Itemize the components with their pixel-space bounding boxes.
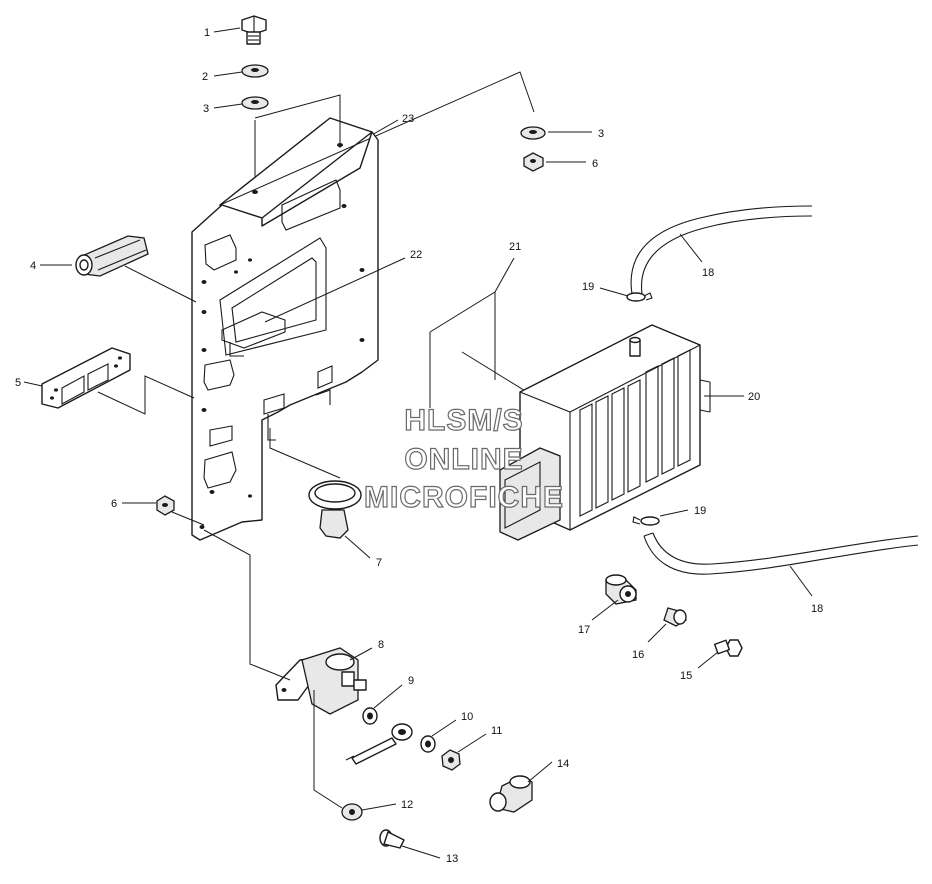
nut-part-11 xyxy=(441,749,461,771)
callout-16: 16 xyxy=(632,649,644,661)
callout-3-left: 3 xyxy=(203,103,209,115)
callout-21: 21 xyxy=(509,241,521,253)
callout-13: 13 xyxy=(446,853,458,865)
strap-part-7 xyxy=(308,480,362,539)
callout-9: 9 xyxy=(408,675,414,687)
callout-6-right: 6 xyxy=(592,158,598,170)
callout-17: 17 xyxy=(578,624,590,636)
hose-part-18-lower xyxy=(643,532,919,575)
clamp-part-19-upper xyxy=(626,292,653,302)
grommet-part-17 xyxy=(605,574,637,605)
callout-3-right: 3 xyxy=(598,128,604,140)
callout-15: 15 xyxy=(680,670,692,682)
callout-10: 10 xyxy=(461,711,473,723)
ring-terminal xyxy=(345,723,413,765)
plate-part-5 xyxy=(41,347,131,409)
nut-part-6-left xyxy=(156,495,175,516)
washer-part-12 xyxy=(341,803,363,821)
solenoid-part-8 xyxy=(275,647,367,715)
callout-12: 12 xyxy=(401,799,413,811)
callout-18-upper: 18 xyxy=(702,267,714,279)
callout-2: 2 xyxy=(202,71,208,83)
watermark: HLSM/S ONLINE MICROFICHE xyxy=(363,403,564,514)
bushing-part-16 xyxy=(663,607,687,627)
callout-8: 8 xyxy=(378,639,384,651)
callout-5: 5 xyxy=(15,377,21,389)
watermark-line-1: HLSM/S xyxy=(404,404,523,437)
washer-part-2 xyxy=(241,64,269,78)
nut-part-6-right xyxy=(523,152,544,172)
watermark-line-2: ONLINE xyxy=(404,443,523,476)
washer-part-3-left xyxy=(241,96,269,110)
washer-part-3-right xyxy=(520,126,546,140)
bolt-part-15 xyxy=(713,639,743,657)
module-part-20 xyxy=(499,324,711,541)
washer-part-9 xyxy=(362,707,378,725)
callout-1: 1 xyxy=(204,27,210,39)
clamp-part-19-lower xyxy=(632,516,660,526)
mounting-plate xyxy=(191,131,379,541)
washer-part-10 xyxy=(420,735,436,753)
callout-14: 14 xyxy=(557,758,569,770)
callout-7: 7 xyxy=(376,557,382,569)
callout-23: 23 xyxy=(402,113,414,125)
callout-20: 20 xyxy=(748,391,760,403)
bolt-part-1 xyxy=(241,15,267,45)
callout-6-left: 6 xyxy=(111,498,117,510)
callout-19-upper: 19 xyxy=(582,281,594,293)
boot-part-14 xyxy=(489,775,533,813)
callout-19-lower: 19 xyxy=(694,505,706,517)
callout-18-lower: 18 xyxy=(811,603,823,615)
callout-22: 22 xyxy=(410,249,422,261)
screw-part-13 xyxy=(379,829,405,849)
callout-11: 11 xyxy=(491,725,502,737)
hose-part-18-upper xyxy=(630,205,813,295)
callout-4: 4 xyxy=(30,260,36,272)
watermark-line-3: MICROFICHE xyxy=(364,481,564,514)
clip-part-4 xyxy=(75,235,149,277)
